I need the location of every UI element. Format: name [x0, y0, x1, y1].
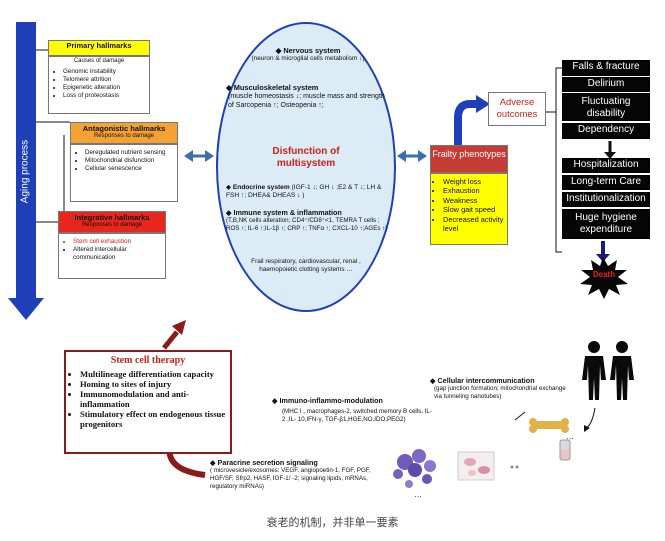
integrative-hallmarks-subtitle: Responses to damage [81, 222, 143, 228]
right-double-arrow [397, 150, 427, 162]
antagonistic-hallmarks-list: Deregulated nutrient sensing Mitochondri… [71, 149, 177, 173]
list-item: Cellular senescence [85, 165, 177, 173]
stem-cell-title: Stem cell therapy [110, 355, 186, 366]
aging-process-label-wrap: Aging process [14, 120, 38, 230]
primary-hallmarks-list: Genomic instability Telomere attrition E… [49, 68, 149, 100]
list-item: Stimulatory effect on endogenous tissue … [80, 409, 230, 429]
list-item: Telomere attrition [63, 76, 149, 84]
bullet-icon: ◆ [272, 396, 280, 405]
multisystem-ellipse [216, 22, 396, 312]
outcome-hygiene-expenditure: Huge hygiene expenditure [562, 209, 650, 239]
frailty-list: Weight loss Exhaustion Weakness Slow gai… [431, 177, 507, 233]
immune-text: (T,B,NK cells alteration; CD4⁺/CD8⁺<1, T… [226, 217, 388, 232]
frailty-to-adverse-arrow [454, 95, 490, 145]
bullet-icon: ◆ [226, 208, 234, 217]
ellipsis-cells: … [414, 490, 422, 499]
list-item: Weight loss [443, 177, 507, 186]
immune-section: ◆ Immune system & inflammation (T,B,NK c… [226, 208, 390, 233]
bullet-icon: ◆ [210, 458, 218, 467]
cell-image-icon [457, 451, 495, 481]
frailty-box: Weight loss Exhaustion Weakness Slow gai… [430, 173, 508, 245]
integrative-hallmarks-title: Integrative hallmarks [74, 213, 150, 222]
antagonistic-hallmarks-box: Deregulated nutrient sensing Mitochondri… [70, 144, 178, 202]
bullet-icon: ◆ [430, 376, 438, 385]
left-double-arrow [184, 150, 214, 162]
immuno-title: Immuno-inflammo-modulation [279, 396, 383, 405]
stem-up-arrow [162, 320, 186, 350]
primary-hallmarks-title: Primary hallmarks [66, 41, 132, 50]
list-item: Slow gait speed [443, 205, 507, 214]
bullet-icon: ◆ [226, 83, 234, 92]
adverse-outcomes-box: Adverse outcomes [488, 92, 546, 126]
stem-cell-list: Multilineage differentiation capacity Ho… [66, 369, 230, 429]
bullet-icon: ◆ [226, 184, 233, 191]
outcome-long-term-care: Long-term Care [562, 175, 650, 190]
endocrine-text: (IGF-1 ↓; GH ↓ ;E2 & T ↓; LH & FSH ↑; DH… [226, 184, 382, 199]
immune-title: Immune system & inflammation [233, 208, 342, 217]
antagonistic-hallmarks-title: Antagonistic hallmarks [82, 124, 166, 133]
integrative-hallmarks-header: Integrative hallmarks Responses to damag… [58, 211, 166, 233]
figure-caption: 衰老的机制，并非单一要素 [266, 517, 399, 529]
list-item: Stem cell exhaustion [73, 238, 165, 246]
bone-icon [529, 418, 569, 433]
endocrine-section: ◆ Endocrine system (IGF-1 ↓; GH ↓ ;E2 & … [226, 184, 388, 200]
human-silhouettes-icon [582, 341, 634, 400]
vial-icon [559, 439, 571, 461]
primary-hallmarks-box: Causes of damage Genomic instability Tel… [48, 56, 150, 114]
dependency-arrow [604, 141, 616, 159]
cellular-text: (gap junction formation; mitochondrial e… [434, 385, 566, 400]
bullet-icon: ◆ [275, 46, 284, 55]
stem-cell-therapy-box: Stem cell therapy Multilineage different… [64, 350, 232, 454]
musculo-text: (muscle homeostasis ↓; muscle mass and s… [228, 93, 385, 109]
ellipsis-bone: … [566, 432, 574, 441]
immuno-section: ◆ Immuno-inflammo-modulation (MHC I , ma… [272, 396, 432, 424]
frailty-title: Frailty phenotypes [430, 145, 508, 173]
outcome-delirium: Delirium [562, 77, 650, 92]
nervous-title: Nervous system [283, 46, 341, 55]
paracrine-section: ◆ Paracrine secretion signaling ( microv… [210, 458, 395, 491]
list-item: Deregulated nutrient sensing [85, 149, 177, 157]
outcomes-bracket [546, 67, 562, 253]
outcome-falls: Falls & fracture [562, 60, 650, 76]
nervous-section: ◆ Nervous system (neuron & microglial ce… [238, 46, 378, 63]
cellular-section: ◆ Cellular intercommunication (gap junct… [430, 376, 570, 401]
cell-cluster-icon [393, 449, 436, 488]
outcome-hospitalization: Hospitalization [562, 158, 650, 173]
list-item: Exhaustion [443, 186, 507, 195]
multisystem-title: Disfunction of multisystem [272, 146, 340, 169]
integrative-hallmarks-list: Stem cell exhaustion Altered intercellul… [59, 238, 165, 262]
death-starburst [580, 257, 628, 299]
list-item: Weakness [443, 196, 507, 205]
list-item: Genomic instability [63, 68, 149, 76]
aging-process-label: Aging process [19, 139, 31, 204]
nervous-text: (neuron & microglial cells metabolism ↓) [251, 55, 365, 62]
integrative-hallmarks-box: Stem cell exhaustion Altered intercellul… [58, 233, 166, 279]
paracrine-title: Paracrine secretion signaling [217, 458, 318, 467]
immuno-text: (MHC I , macrophages-2, switched memory … [282, 408, 432, 423]
cellular-title: Cellular intercommunication [437, 376, 535, 385]
aging-arrow [8, 22, 44, 320]
list-item: Homing to sites of injury [80, 379, 230, 389]
list-item: Altered intercellular communication [73, 246, 165, 262]
list-item: Decreased activity level [443, 215, 507, 234]
antagonistic-hallmarks-subtitle: Responses to damage [93, 133, 155, 139]
outcome-dependency: Dependency [562, 123, 650, 139]
musculo-title: Musculoskeletal system [233, 83, 319, 92]
frail-systems-text: Frail respiratory, cardiovascular, renal… [251, 258, 361, 273]
death-label: Death [592, 270, 616, 279]
list-item: Loss of proteostasis [63, 92, 149, 100]
list-item: Multilineage differentiation capacity [80, 369, 230, 379]
list-item: Immunomodulation and anti-inflammation [80, 389, 230, 409]
endocrine-title: Endocrine system [232, 184, 290, 191]
outcome-institutionalization: Institutionalization [562, 192, 650, 207]
list-item: Mitochondrial disfunction [85, 157, 177, 165]
musculo-section: ◆ Musculoskeletal system (muscle homeost… [226, 83, 386, 110]
primary-hallmarks-header: Primary hallmarks [48, 40, 150, 56]
outcome-disability: Fluctuating disability [562, 93, 650, 121]
list-item: Epigenetic alteration [63, 84, 149, 92]
antagonistic-hallmarks-header: Antagonistic hallmarks Responses to dama… [70, 122, 178, 144]
primary-hallmarks-subtitle: Causes of damage [73, 58, 125, 64]
paracrine-text: ( microvesicle/exosomes: VEGF, angiopoet… [210, 467, 371, 490]
